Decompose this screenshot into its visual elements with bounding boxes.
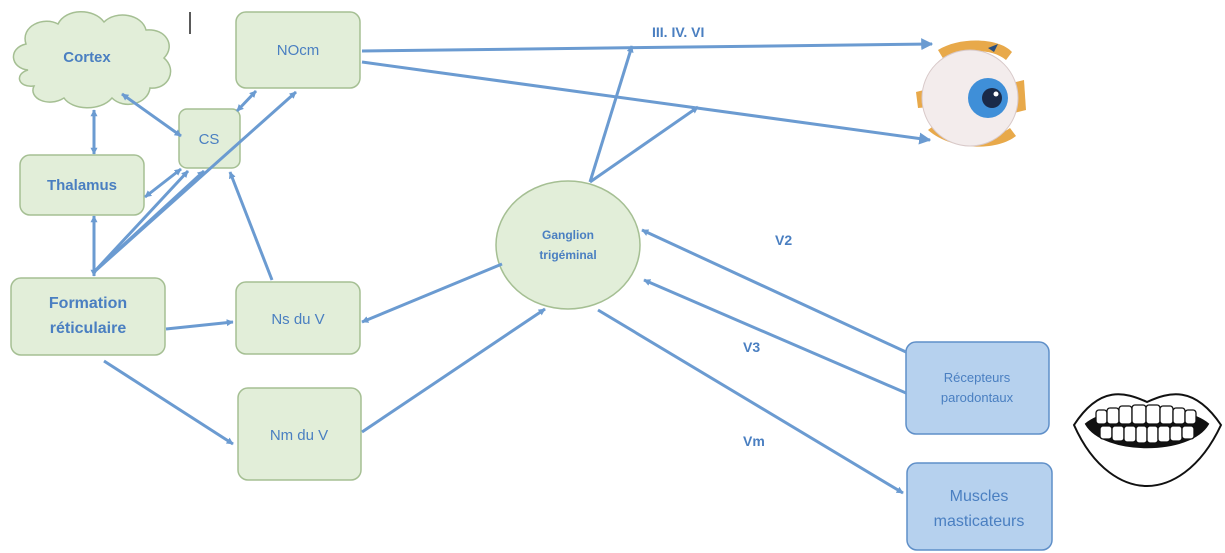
muscles-label-line2: masticateurs xyxy=(934,513,1025,530)
teeth-icon xyxy=(1072,393,1223,488)
arrow-nmv-ganglion xyxy=(361,307,546,434)
recepteurs-label-line2: parodontaux xyxy=(941,390,1014,405)
nm-du-v-box: Nm du V xyxy=(237,387,362,481)
arrow-nsv-cs xyxy=(228,171,274,281)
ganglion-label-line1: Ganglion xyxy=(542,228,594,242)
arrow-recepteurs-ganglion-v2 xyxy=(641,228,907,354)
nm-du-v-label: Nm du V xyxy=(270,427,328,444)
arrow-ganglion-muscles xyxy=(597,308,904,495)
thalamus-box: Thalamus xyxy=(19,154,145,216)
label-vm: Vm xyxy=(743,433,765,449)
arrow-formation-nocm xyxy=(93,90,297,274)
nocm-box: NOcm xyxy=(235,11,361,89)
label-v2: V2 xyxy=(775,232,792,248)
arrow-nocm-eye-2 xyxy=(361,60,932,145)
cortex-cloud: Cortex xyxy=(12,11,172,109)
arrow-nocm-eye-1 xyxy=(361,38,934,53)
ganglion-trigeminal-circle: Ganglion trigéminal xyxy=(495,180,641,310)
ns-du-v-label: Ns du V xyxy=(271,311,324,328)
cortex-label: Cortex xyxy=(63,49,111,66)
thalamus-label: Thalamus xyxy=(47,177,117,194)
arrow-thalamus-cs xyxy=(144,167,182,199)
label-nerves-eye: III. IV. VI xyxy=(652,24,704,40)
recepteurs-parodontaux-box: Récepteurs parodontaux xyxy=(905,341,1050,435)
muscles-label-line1: Muscles xyxy=(950,488,1009,505)
label-v3: V3 xyxy=(743,339,760,355)
muscles-masticateurs-box: Muscles masticateurs xyxy=(906,462,1053,551)
arrow-formation-nmv xyxy=(103,359,234,446)
nocm-label: NOcm xyxy=(277,42,320,59)
arrow-recepteurs-ganglion-v3 xyxy=(643,278,907,395)
formation-label-line1: Formation xyxy=(49,295,127,312)
arrow-ganglion-up-1 xyxy=(588,45,634,183)
ns-du-v-box: Ns du V xyxy=(235,281,361,355)
recepteurs-label-line1: Récepteurs xyxy=(944,370,1011,385)
eye-icon xyxy=(916,40,1026,147)
arrow-ganglion-nsv xyxy=(361,262,503,324)
arrow-cortex-cs xyxy=(121,92,182,138)
cs-label: CS xyxy=(199,131,220,148)
arrow-formation-cs-1 xyxy=(92,169,190,274)
formation-label-line2: réticulaire xyxy=(50,320,127,337)
formation-reticulaire-box: Formation réticulaire xyxy=(10,277,166,356)
arrow-formation-nsv xyxy=(165,319,234,331)
arrow-cs-nocm xyxy=(235,89,258,113)
ganglion-label-line2: trigéminal xyxy=(539,248,596,262)
cs-box: CS xyxy=(178,108,241,169)
arrows xyxy=(90,38,934,495)
arrow-ganglion-up-2 xyxy=(589,105,699,184)
